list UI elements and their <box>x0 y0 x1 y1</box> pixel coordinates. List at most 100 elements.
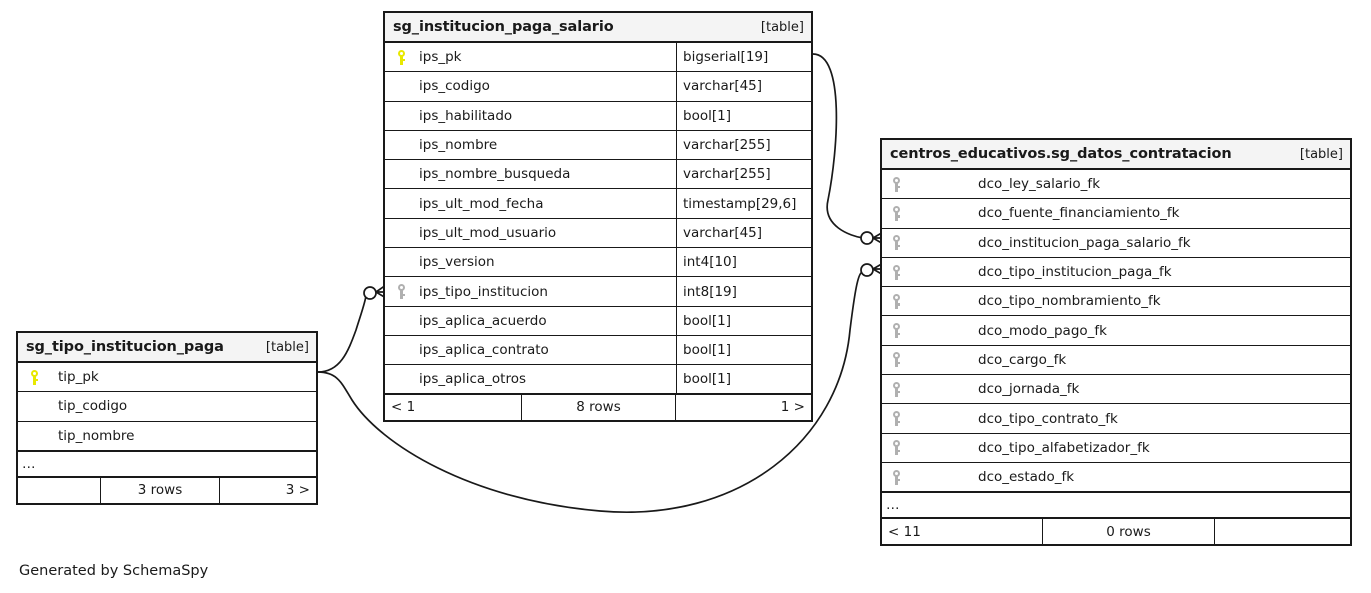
table-row[interactable]: ips_pk bigserial[19] <box>385 43 811 73</box>
footer-row-count: 0 rows <box>1042 519 1215 545</box>
table-row[interactable]: tip_pk <box>18 363 316 393</box>
column-type: bool[1] <box>676 365 811 393</box>
column-name: tip_codigo <box>58 398 128 415</box>
table-type-tag: [table] <box>760 19 804 35</box>
column-name: dco_modo_pago_fk <box>978 322 1107 339</box>
column-type: varchar[45] <box>676 72 811 101</box>
column-name-cell: tip_nombre <box>18 422 316 450</box>
table-row[interactable]: dco_modo_pago_fk <box>882 316 1350 346</box>
table-row[interactable]: dco_tipo_nombramiento_fk <box>882 287 1350 317</box>
column-type: bool[1] <box>676 335 811 365</box>
column-type: bool[1] <box>676 306 811 335</box>
key-slot <box>888 323 906 339</box>
table-row[interactable]: ips_nombre varchar[255] <box>385 130 811 161</box>
footer-children-count[interactable]: 3 > <box>285 482 310 499</box>
column-name-cell: tip_pk <box>18 363 316 391</box>
foreign-key-icon <box>892 323 903 339</box>
column-name-cell: tip_codigo <box>18 392 316 420</box>
column-name: dco_fuente_financiamiento_fk <box>978 205 1180 222</box>
table-row[interactable]: tip_nombre <box>18 422 316 451</box>
key-slot <box>26 369 44 385</box>
foreign-key-icon <box>892 469 903 485</box>
footer-parents-count[interactable]: < 11 <box>888 523 921 540</box>
key-slot <box>888 440 906 456</box>
table-row[interactable]: ips_version int4[10] <box>385 248 811 278</box>
table-type-tag: [table] <box>265 339 309 355</box>
column-name: dco_tipo_contrato_fk <box>978 410 1118 427</box>
table-row[interactable]: ips_aplica_otros bool[1] <box>385 365 811 395</box>
footer-row-count: 8 rows <box>521 394 676 420</box>
column-name: dco_ley_salario_fk <box>978 176 1101 193</box>
table-sg-tipo-institucion-paga[interactable]: sg_tipo_institucion_paga [table] tip_pk … <box>16 331 318 505</box>
table-footer: 3 rows 3 > <box>18 477 316 503</box>
table-row[interactable]: ips_aplica_acuerdo bool[1] <box>385 306 811 336</box>
table-centros-educativos-sg-datos-contratacion[interactable]: centros_educativos.sg_datos_contratacion… <box>880 138 1352 547</box>
table-row[interactable]: dco_estado_fk <box>882 463 1350 493</box>
table-footer: < 1 8 rows 1 > <box>385 394 811 420</box>
column-name-cell: ips_codigo <box>385 72 676 100</box>
table-row[interactable]: ips_tipo_institucion int8[19] <box>385 277 811 307</box>
table-type-tag: [table] <box>1299 146 1343 162</box>
table-row[interactable]: tip_codigo <box>18 392 316 422</box>
column-name-cell: dco_modo_pago_fk <box>882 316 1350 344</box>
table-row[interactable]: ips_aplica_contrato bool[1] <box>385 335 811 366</box>
column-name: dco_estado_fk <box>978 469 1075 486</box>
primary-key-icon <box>397 49 408 65</box>
column-name: ips_nombre_busqueda <box>419 166 571 183</box>
footer-children-count[interactable]: 1 > <box>780 399 805 416</box>
table-row[interactable]: dco_cargo_fk <box>882 346 1350 376</box>
column-name: ips_codigo <box>419 78 490 95</box>
column-name-cell: ips_nombre_busqueda <box>385 160 676 188</box>
table-row[interactable]: dco_institucion_paga_salario_fk <box>882 229 1350 258</box>
table-row[interactable]: ips_ult_mod_usuario varchar[45] <box>385 218 811 249</box>
column-name: dco_jornada_fk <box>978 381 1080 398</box>
key-slot <box>888 293 906 309</box>
footer-children-count[interactable] <box>1215 519 1350 544</box>
column-type: timestamp[29,6] <box>676 189 811 218</box>
foreign-key-icon <box>892 176 903 192</box>
table-title: centros_educativos.sg_datos_contratacion <box>890 146 1232 162</box>
column-name-cell: ips_ult_mod_usuario <box>385 219 676 247</box>
table-row[interactable]: ips_habilitado bool[1] <box>385 101 811 131</box>
column-name: tip_pk <box>58 369 99 386</box>
column-name: dco_institucion_paga_salario_fk <box>978 234 1191 251</box>
column-name-cell: dco_cargo_fk <box>882 346 1350 374</box>
edge-ips-pk-to-dco-institucion-paga-salario-fk <box>812 53 886 246</box>
column-name-cell: dco_institucion_paga_salario_fk <box>882 229 1350 257</box>
table-row[interactable]: dco_jornada_fk <box>882 375 1350 405</box>
foreign-key-icon <box>397 284 408 300</box>
foreign-key-icon <box>892 440 903 456</box>
more-columns-indicator: … <box>882 492 1350 520</box>
table-title: sg_institucion_paga_salario <box>393 19 614 35</box>
primary-key-icon <box>30 369 41 385</box>
table-row[interactable]: ips_nombre_busqueda varchar[255] <box>385 160 811 190</box>
table-footer: < 11 0 rows <box>882 519 1350 545</box>
table-sg-institucion-paga-salario[interactable]: sg_institucion_paga_salario [table] ips_… <box>383 11 813 422</box>
column-name-cell: ips_aplica_acuerdo <box>385 307 676 335</box>
column-type: varchar[255] <box>676 130 811 160</box>
table-row[interactable]: dco_fuente_financiamiento_fk <box>882 199 1350 229</box>
foreign-key-icon <box>892 381 903 397</box>
footer-parents-count[interactable]: < 1 <box>391 399 416 416</box>
generated-by-note: Generated by SchemaSpy <box>19 563 209 579</box>
column-name-cell: ips_version <box>385 248 676 276</box>
table-header: centros_educativos.sg_datos_contratacion… <box>882 140 1350 170</box>
table-row[interactable]: dco_ley_salario_fk <box>882 170 1350 200</box>
column-name-cell: dco_fuente_financiamiento_fk <box>882 199 1350 227</box>
table-row[interactable]: dco_tipo_contrato_fk <box>882 404 1350 434</box>
table-title: sg_tipo_institucion_paga <box>26 339 224 355</box>
table-row[interactable]: dco_tipo_institucion_paga_fk <box>882 258 1350 288</box>
table-row[interactable]: ips_codigo varchar[45] <box>385 72 811 102</box>
table-row[interactable]: dco_tipo_alfabetizador_fk <box>882 434 1350 463</box>
column-name-cell: dco_tipo_nombramiento_fk <box>882 287 1350 315</box>
key-slot <box>888 411 906 427</box>
more-columns-indicator: … <box>18 450 316 478</box>
column-name-cell: dco_tipo_contrato_fk <box>882 404 1350 432</box>
foreign-key-icon <box>892 293 903 309</box>
table-row[interactable]: ips_ult_mod_fecha timestamp[29,6] <box>385 189 811 219</box>
footer-parents-count[interactable] <box>18 478 100 503</box>
column-name: dco_tipo_institucion_paga_fk <box>978 264 1172 281</box>
column-name-cell: ips_tipo_institucion <box>385 277 676 305</box>
column-name-cell: dco_tipo_institucion_paga_fk <box>882 258 1350 286</box>
